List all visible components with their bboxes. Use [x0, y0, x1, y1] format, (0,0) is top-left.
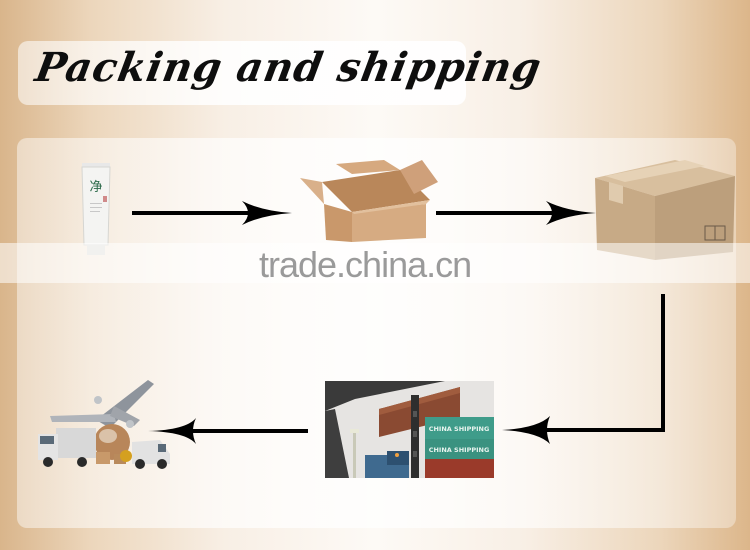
arrow-down-left [500, 292, 670, 452]
open-box-icon [300, 160, 438, 242]
arrow-elbow-left-icon [502, 294, 665, 444]
open-box-node: Open carton box [300, 160, 438, 242]
watermark-text: trade.china.cn [259, 244, 472, 285]
arrow-left-icon [148, 418, 308, 444]
arrow-right-icon [132, 201, 292, 225]
logistics-node: Global delivery (plane, truck, van) [36, 376, 172, 472]
page-title: Packing and shipping [31, 44, 546, 91]
arrow-right-2 [436, 199, 596, 227]
arrow-right-icon [436, 201, 596, 225]
svg-text:CHINA SHIPPING: CHINA SHIPPING [429, 425, 490, 433]
arrow-left [146, 416, 308, 446]
logistics-icon [38, 380, 170, 469]
svg-text:CHINA SHIPPING: CHINA SHIPPING [429, 446, 490, 454]
sealed-box-icon [595, 160, 735, 260]
sealed-box-node: Sealed carton box [595, 160, 735, 260]
svg-text:净: 净 [89, 180, 102, 195]
watermark-band [0, 243, 750, 283]
container-ship-icon: CHINA SHIPPING CHINA SHIPPING [325, 381, 494, 478]
title-banner [18, 41, 466, 105]
arrow-right-1 [132, 199, 292, 227]
container-port-node: CHINA SHIPPING CHINA SHIPPING Container … [325, 381, 494, 478]
